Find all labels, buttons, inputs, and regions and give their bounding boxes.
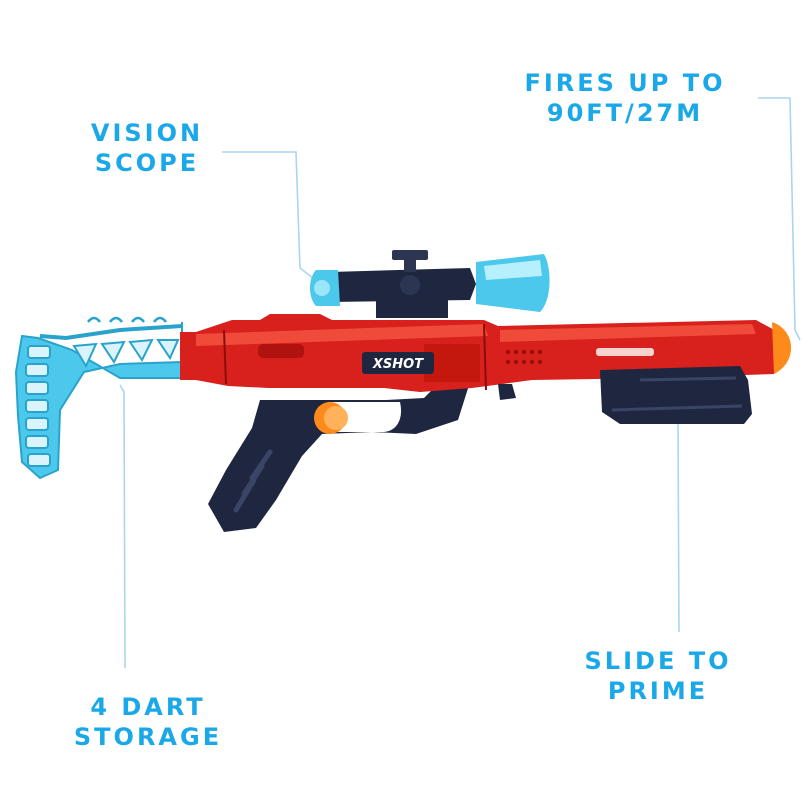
leader-line-prime	[677, 414, 685, 633]
leader-line-range	[758, 97, 801, 341]
dart-storage-line-2: STORAGE	[73, 723, 223, 751]
vision-scope-line-1: VISION	[90, 119, 204, 147]
range-line-1: FIRES UP TO	[524, 69, 726, 97]
stock	[14, 316, 183, 480]
range-line-2: 90FT/27M	[546, 99, 704, 127]
slide-prime-line-2: PRIME	[607, 677, 709, 705]
vision-scope-line-2: SCOPE	[94, 149, 200, 177]
leader-line-scope	[222, 151, 319, 283]
xshot-logo: XSHOT	[362, 352, 434, 374]
dart-storage-callout: 4 DART STORAGE	[48, 692, 248, 752]
logo-text: XSHOT	[372, 357, 424, 372]
slide-prime-line-1: SLIDE TO	[584, 647, 732, 675]
slide-pump	[600, 366, 752, 424]
leader-line-storage	[119, 384, 126, 669]
range-callout: FIRES UP TO 90FT/27M	[505, 68, 745, 128]
vision-scope-callout: VISION SCOPE	[62, 118, 232, 178]
slide-prime-callout: SLIDE TO PRIME	[578, 646, 738, 706]
pistol-grip	[208, 380, 470, 532]
scope	[310, 250, 550, 318]
dart-storage-line-1: 4 DART	[90, 693, 206, 721]
